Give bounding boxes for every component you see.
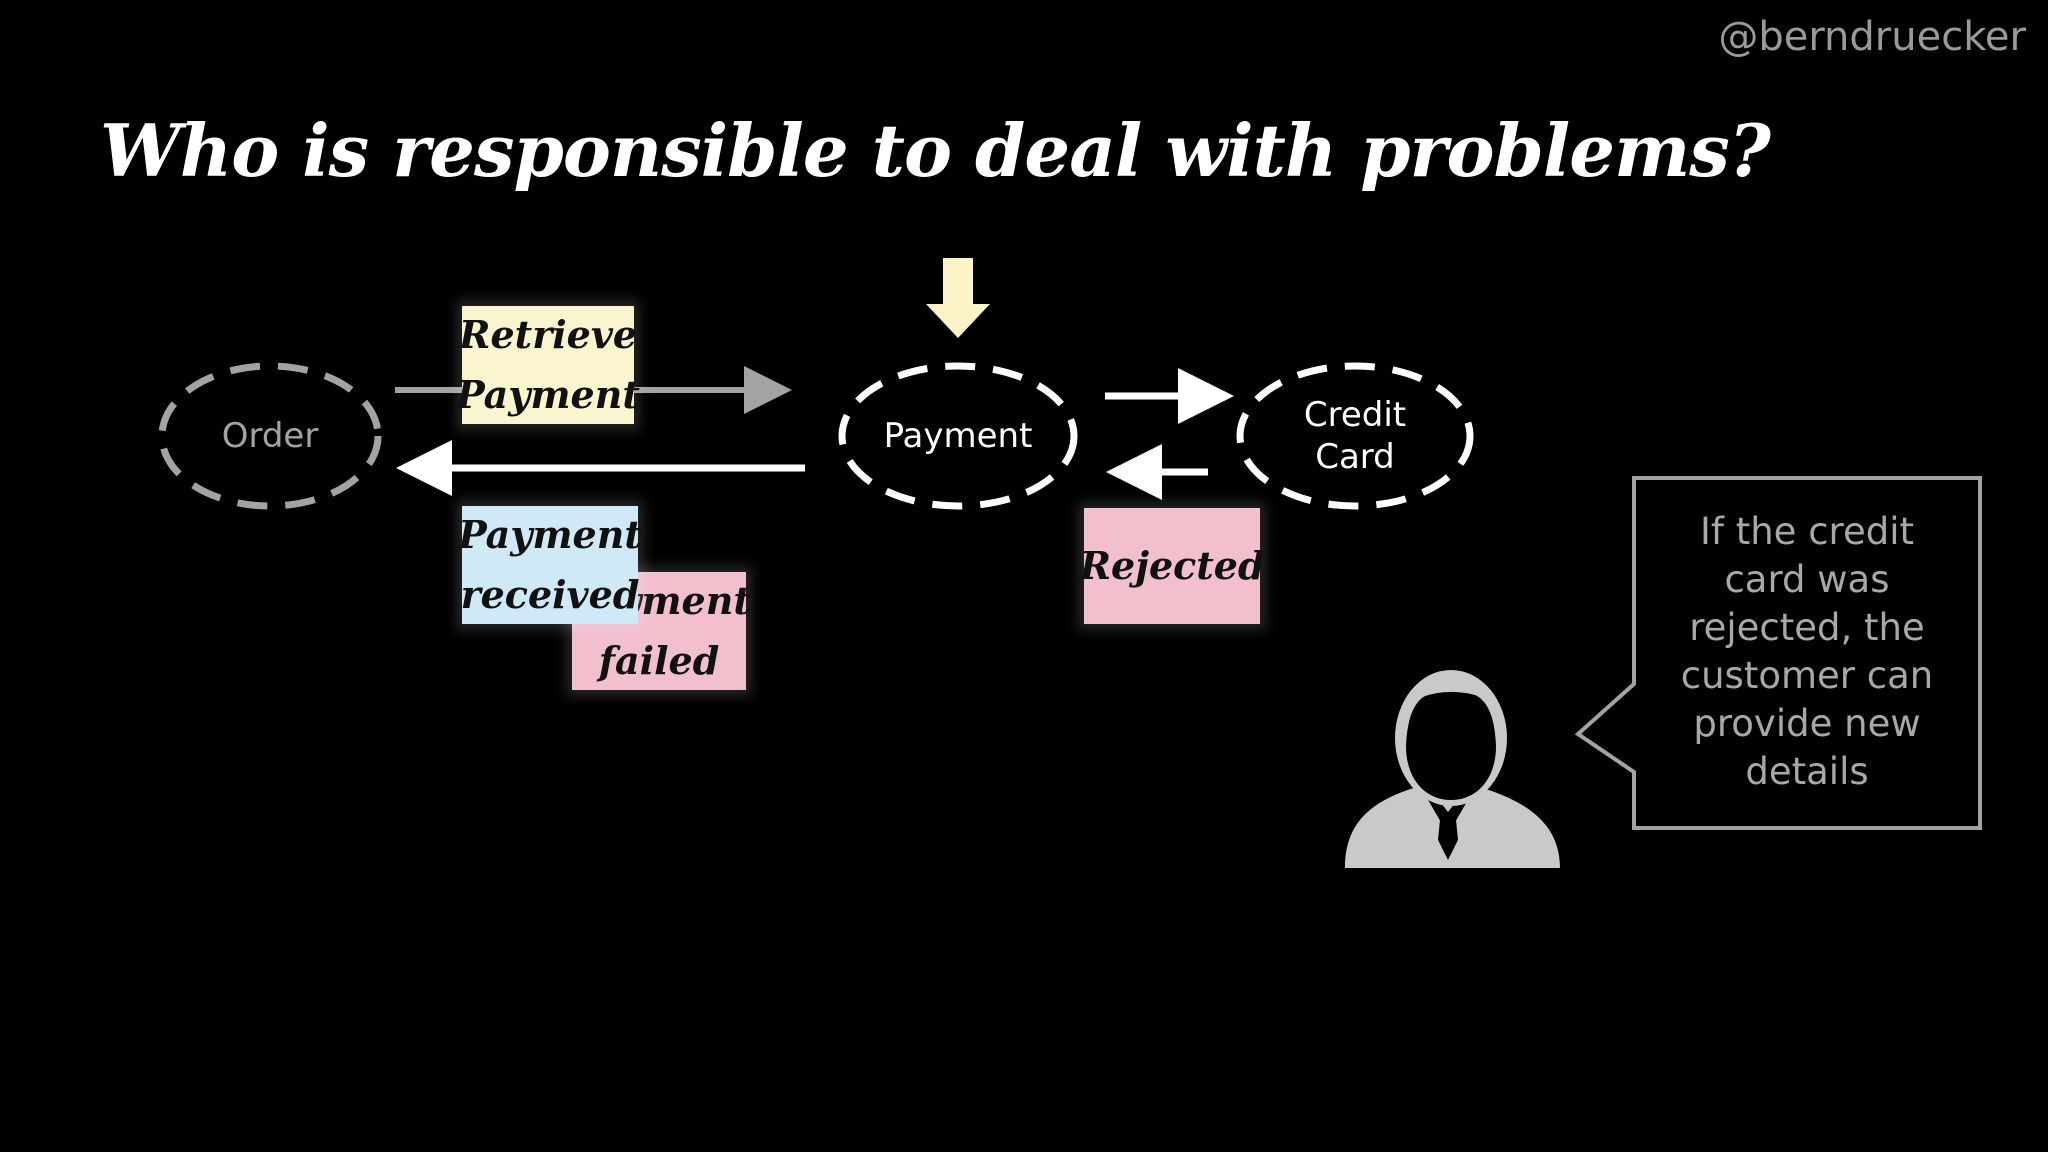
callout-text: If the credit card was rejected, the cus… [1680,510,1934,793]
order-node-label: Order [221,416,319,456]
credit-card-node-label: Credit Card [1303,395,1407,477]
order-node-ellipse [158,362,382,510]
sticky-payment-received: Payment received [458,506,642,624]
slide-title: Who is responsible to deal with problems… [100,108,1771,193]
sticky-rejected: Rejected [1079,508,1265,624]
sticky-retrieve-payment: Retrieve Payment [456,306,640,424]
payment-node-ellipse [838,362,1078,510]
payment-node-label: Payment [883,416,1033,456]
down-arrow-icon [926,258,990,338]
person-icon [1345,670,1560,868]
credit-card-node-ellipse [1236,362,1474,510]
callout-box [1574,476,1982,830]
author-handle: @berndruecker [1718,14,2026,60]
